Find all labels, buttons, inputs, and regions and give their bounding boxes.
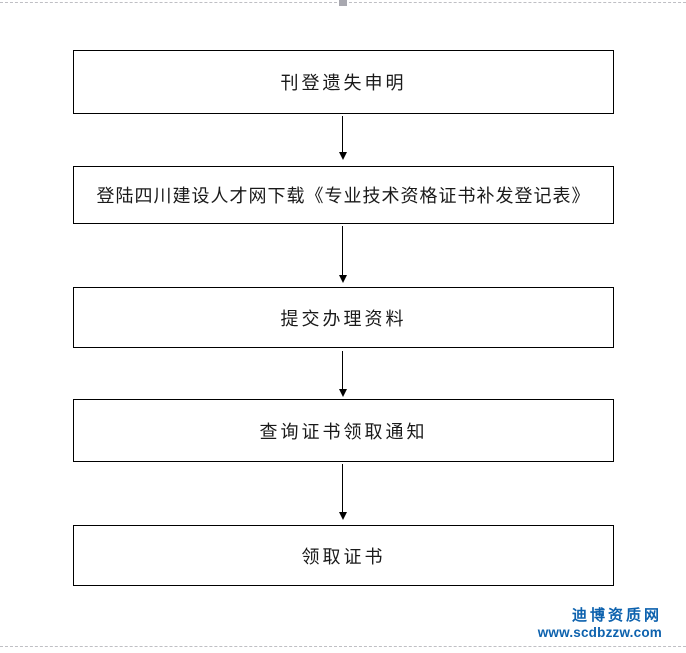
arrow-line (342, 226, 343, 275)
arrow-down-icon (338, 275, 347, 283)
flow-arrow-1 (338, 116, 347, 160)
arrow-line (342, 116, 343, 152)
flow-step-label: 提交办理资料 (280, 308, 407, 329)
flow-step-label: 刊登遗失申明 (280, 73, 407, 93)
flow-step-check-collection-notice: 查询证书领取通知 (73, 399, 614, 462)
flow-step-label: 领取证书 (301, 546, 386, 567)
arrow-line (342, 351, 343, 389)
watermark-site-url: www.scdbzzw.com (537, 625, 662, 640)
arrow-down-icon (338, 512, 347, 520)
watermark-site-name: 迪博资质网 (571, 607, 662, 624)
flow-arrow-3 (338, 351, 347, 397)
watermark: 迪博资质网 www.scdbzzw.com (538, 607, 662, 640)
arrow-line (342, 464, 343, 512)
flow-step-label: 查询证书领取通知 (259, 421, 428, 442)
flow-arrow-2 (338, 226, 347, 283)
flow-step-download-form: 登陆四川建设人才网下载《专业技术资格证书补发登记表》 (73, 166, 614, 224)
flow-step-label: 登陆四川建设人才网下载《专业技术资格证书补发登记表》 (96, 186, 591, 206)
arrow-down-icon (338, 152, 347, 160)
flow-step-submit-materials: 提交办理资料 (73, 287, 614, 348)
flow-step-collect-certificate: 领取证书 (73, 525, 614, 586)
arrow-down-icon (338, 389, 347, 397)
text-boundary-bottom (0, 646, 686, 647)
flow-step-publish-loss-statement: 刊登遗失申明 (73, 50, 614, 114)
boundary-handle-icon (339, 0, 347, 6)
flow-arrow-4 (338, 464, 347, 520)
